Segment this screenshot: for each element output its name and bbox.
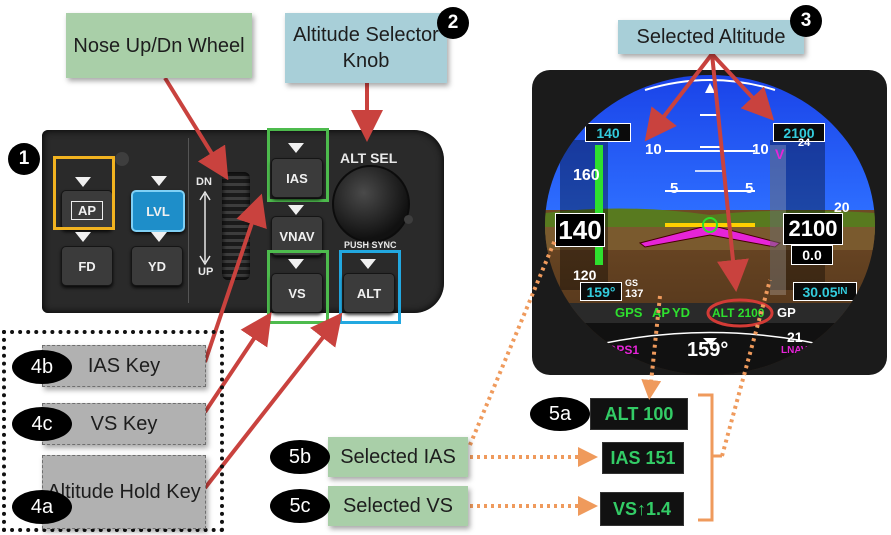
lnav-label: LNAV+V (781, 345, 820, 356)
mode-alt-selected: ALT 2100 (712, 306, 765, 320)
callout-altitude-selector-knob: Altitude Selector Knob (285, 13, 447, 83)
altitude-readout: 2100 (783, 213, 843, 245)
number-4c: 4c (12, 407, 72, 441)
fd-triangle-icon (75, 232, 91, 242)
altitude-selector-knob[interactable] (332, 165, 410, 243)
number-1: 1 (8, 143, 40, 175)
ias-key-label: IAS (286, 170, 308, 186)
ap-key-label: AP (70, 200, 104, 220)
alt-key-label: ALT (356, 285, 382, 301)
lvl-key-label: LVL (146, 203, 170, 219)
fd-key[interactable]: FD (61, 246, 113, 286)
yd-key[interactable]: YD (131, 246, 183, 286)
up-label: UP (198, 266, 214, 278)
ap-key[interactable]: AP (61, 190, 113, 230)
vnav-triangle-icon (288, 205, 304, 215)
gps1-label: GPS1 (607, 343, 640, 357)
vs-triangle-icon (288, 259, 304, 269)
gs-value: 137 (625, 288, 644, 300)
ias-highlight-frame (267, 128, 329, 202)
speed-bug-box: 140 (585, 123, 631, 142)
alt-key[interactable]: ALT (343, 273, 395, 313)
indicator-light (115, 152, 129, 166)
number-2: 2 (437, 7, 469, 39)
vs-highlight-frame (267, 250, 329, 324)
alt-highlight-frame (339, 250, 401, 324)
up-down-arrow-icon (199, 190, 211, 266)
number-4b: 4b (12, 350, 72, 384)
divider (188, 138, 189, 303)
readout-alt-100: ALT 100 (590, 398, 688, 430)
yd-triangle-icon (151, 232, 167, 242)
number-5b: 5b (270, 440, 330, 474)
baro-unit: IN (837, 286, 848, 297)
speed-tape-120: 120 (573, 267, 597, 283)
alt-sel-label: ALT SEL (340, 150, 398, 166)
alt-tape-20: 20 (834, 199, 850, 215)
lvl-key[interactable]: LVL (131, 190, 185, 232)
primary-flight-display: 140 160 140 120 10 10 5 5 2100 24 V 20 2… (545, 75, 875, 375)
key-callout-group (2, 330, 224, 532)
number-4a: 4a (12, 490, 72, 524)
mode-gp: GP (777, 305, 796, 320)
vnav-key-label: VNAV (279, 228, 315, 244)
ap-highlight-frame (53, 156, 115, 230)
readout-vs-1-4: VS↑1.4 (600, 492, 684, 526)
heading-readout: 159° (687, 339, 729, 361)
callout-altitude-hold-key: Altitude Hold Key (42, 455, 206, 529)
heading-bug-box: 159° (580, 282, 622, 301)
callout-selected-ias: Selected IAS (328, 437, 468, 477)
knob-indicator-light (404, 215, 413, 224)
vs-key-label: VS (288, 285, 306, 301)
pitch-5-right: 5 (745, 180, 754, 197)
mode-yd: YD (672, 305, 691, 320)
airspeed-readout: 140 (555, 213, 605, 247)
mode-gps: GPS (615, 305, 643, 320)
number-5c: 5c (270, 489, 330, 523)
mode-ap: AP (652, 305, 671, 320)
yd-key-label: YD (147, 258, 167, 274)
gs-label: GS (625, 278, 639, 288)
callout-nose-wheel: Nose Up/Dn Wheel (66, 13, 252, 78)
baro-value: 30.05 (802, 283, 838, 300)
alt-triangle-icon (360, 259, 376, 269)
callout-selected-vs: Selected VS (328, 486, 468, 526)
pitch-10-left: 10 (645, 141, 662, 158)
vnav-key[interactable]: VNAV (271, 216, 323, 256)
ap-triangle-icon (75, 177, 91, 187)
push-sync-label: PUSH SYNC (344, 240, 397, 250)
speed-tape-160: 160 (573, 167, 600, 184)
vs-key[interactable]: VS (271, 273, 323, 313)
lvl-triangle-icon (151, 176, 167, 186)
readout-ias-151: IAS 151 (602, 442, 684, 474)
altitude-bug-box: 2100 (773, 123, 825, 142)
vertical-speed-box: 0.0 (791, 245, 833, 265)
callout-selected-altitude: Selected Altitude (618, 20, 804, 54)
heading-21: 21 (787, 329, 803, 345)
number-5a: 5a (530, 397, 590, 431)
number-3: 3 (790, 5, 822, 37)
pitch-10-right: 10 (752, 141, 769, 158)
v-marker: V (775, 146, 785, 162)
fd-key-label: FD (78, 258, 96, 274)
ias-triangle-icon (288, 143, 304, 153)
pitch-5-left: 5 (670, 180, 679, 197)
alt-tape-24: 24 (798, 137, 811, 149)
ias-key[interactable]: IAS (271, 158, 323, 198)
